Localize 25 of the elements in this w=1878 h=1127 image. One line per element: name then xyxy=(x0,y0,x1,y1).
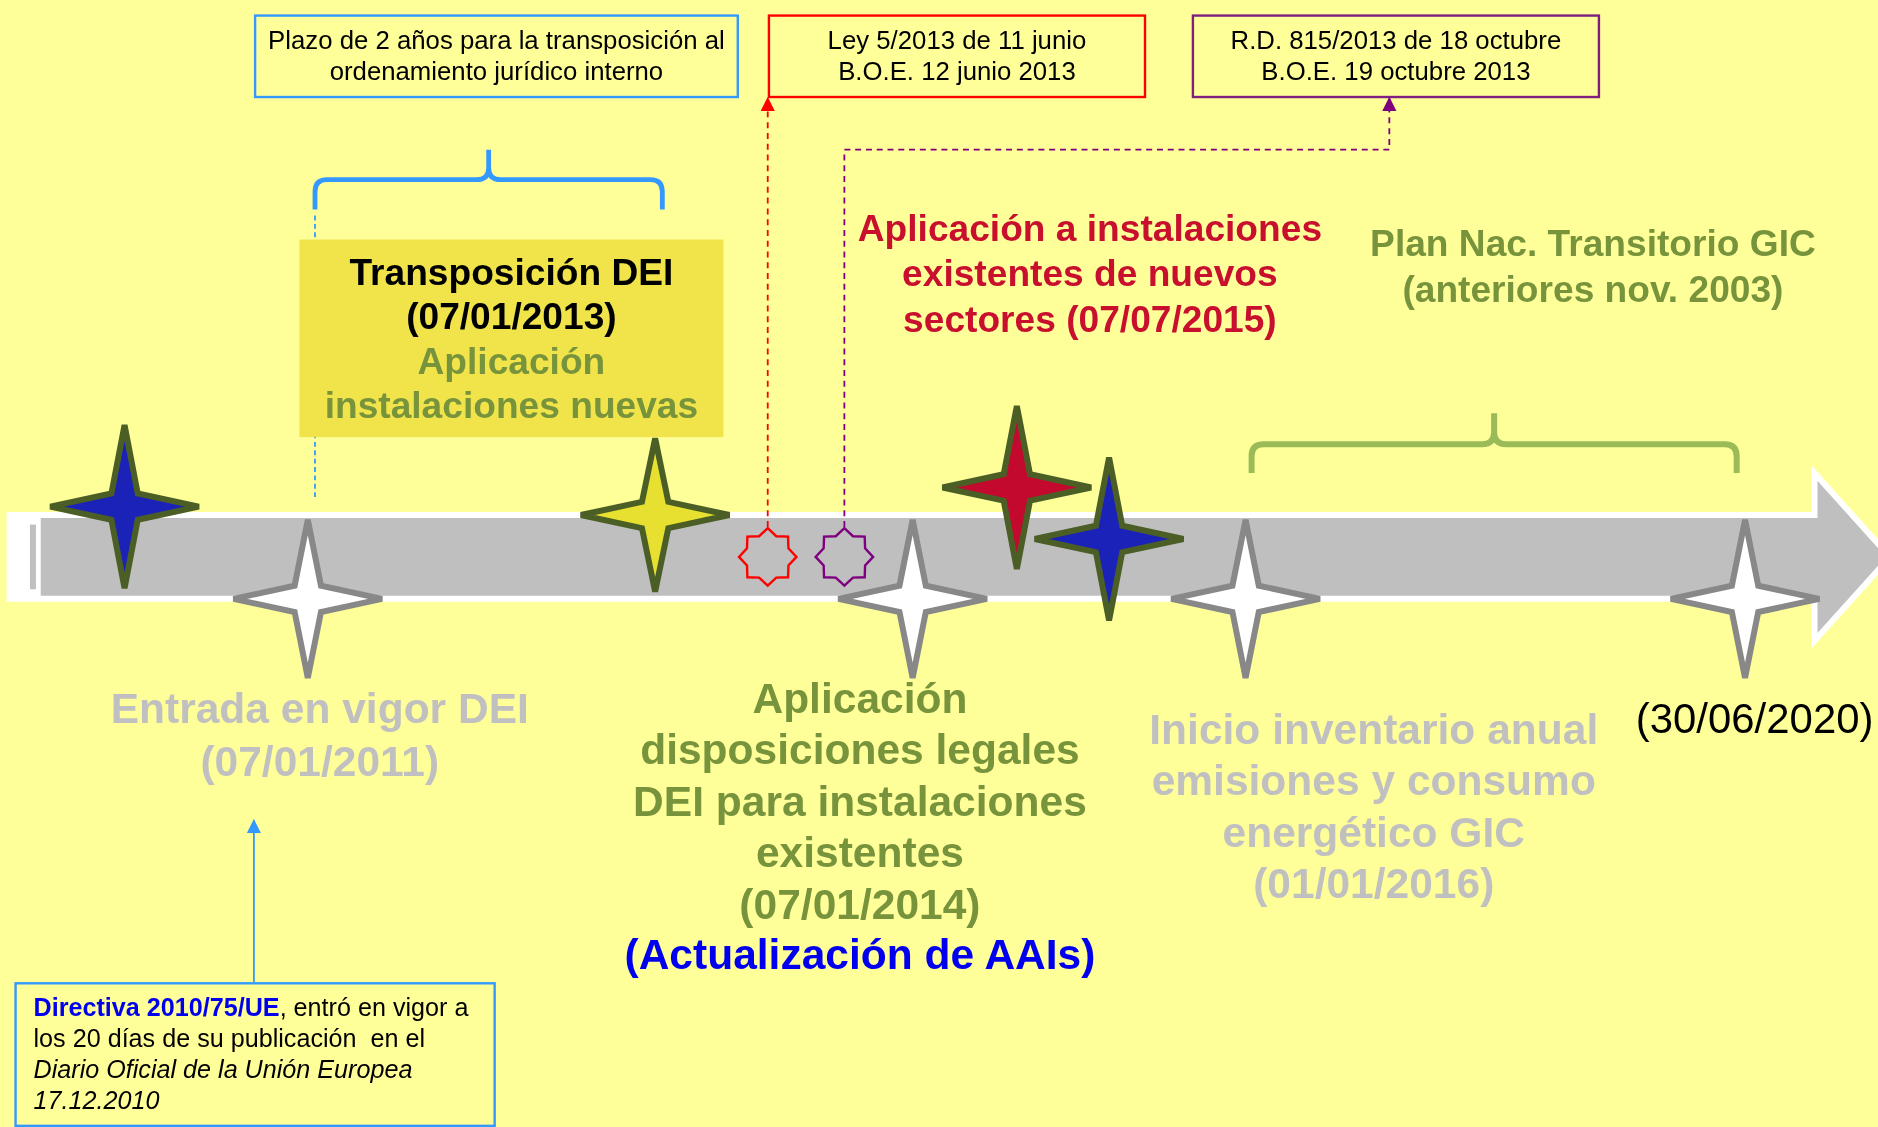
arrow xyxy=(246,819,262,983)
box-text: R.D. 815/2013 de 18 octubre xyxy=(1229,25,1563,57)
box-text: Plazo de 2 años para la transposición al ordenamiento jurídico interno xyxy=(267,25,726,88)
box-text: B.O.E. 12 junio 2013 xyxy=(837,56,1077,88)
box-text: Aplicación instalaciones nuevas xyxy=(323,339,700,428)
milestone-text: Aplicación disposiciones legales DEI para instalaciones existentes (07/01/2014) xyxy=(632,673,1088,931)
note-box xyxy=(1191,14,1601,99)
box-text: Transposición DEI (07/01/2013) xyxy=(348,250,675,339)
period-text: Plan Nac. Transitorio GIC (anteriores nov. 2003) xyxy=(1369,221,1817,313)
box-text: Directiva 2010/75/UE, entró en vigor a los 20 días de su publicación en el Diario Oficial de la Unión Europea 17.12.2010 xyxy=(33,991,470,1116)
arrow xyxy=(843,96,1397,528)
eight-point-star xyxy=(737,527,798,587)
box-text: B.O.E. 19 octubre 2013 xyxy=(1260,56,1532,88)
note-box xyxy=(767,14,1147,99)
arrow xyxy=(760,96,775,528)
note-box xyxy=(14,982,496,1127)
milestone-note: (Actualización de AAIs) xyxy=(624,929,1096,981)
note-box xyxy=(253,14,739,99)
box-text: Ley 5/2013 de 11 junio xyxy=(826,25,1088,57)
eight-point-star xyxy=(814,527,875,587)
highlight-box xyxy=(299,239,724,438)
milestone-text: Inicio inventario anual emisiones y consumo energético GIC (01/01/2016) xyxy=(1148,704,1600,910)
milestone-text: Entrada en vigor DEI (07/01/2011) xyxy=(92,682,548,821)
date-text: (30/06/2020) xyxy=(1635,693,1874,744)
milestone-text: Aplicación a instalaciones existentes de nuevos sectores (07/07/2015) xyxy=(856,206,1324,343)
